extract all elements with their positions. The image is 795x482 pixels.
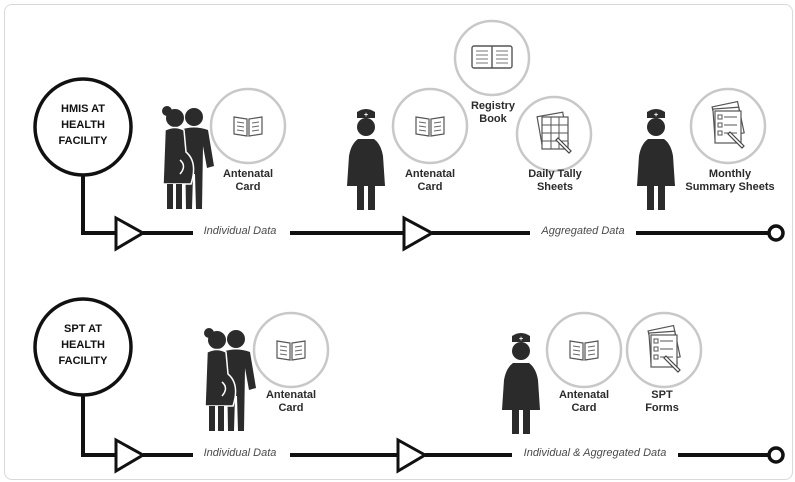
spt-title-line1: SPT AT [64, 323, 102, 335]
tally-label-line2: Sheets [537, 181, 573, 193]
hmis-title-line1: HMIS AT [61, 103, 105, 115]
tally-sheets-icon [536, 111, 572, 154]
hmis-title-line3: FACILITY [59, 135, 109, 147]
segment-label-ind-agg: Individual & Aggregated Data [524, 447, 667, 459]
arrow-marker-2 [402, 215, 436, 252]
segment-label-aggregated: Aggregated Data [540, 225, 624, 237]
nurse-icon [637, 109, 675, 210]
monthly-label-line1: Monthly [709, 168, 752, 180]
card4-label-line2: Card [571, 402, 596, 414]
forms-icon [647, 324, 681, 373]
card2-label-line2: Card [417, 181, 442, 193]
registry-label-line1: Registry [471, 100, 516, 112]
registry-label-line2: Book [479, 113, 507, 125]
arrow-marker-1 [114, 215, 147, 252]
spt-title-line3: FACILITY [59, 355, 109, 367]
row2: SPT AT HEALTH FACILITY Individual Data I… [33, 297, 785, 474]
segment-label-individual-2: Individual Data [204, 447, 277, 459]
timeline-end [767, 224, 785, 242]
forms-icon [711, 100, 745, 149]
diagram-frame [4, 4, 793, 480]
nurse-icon [347, 109, 385, 210]
timeline-end-2 [767, 446, 785, 464]
row1: HMIS AT HEALTH FACILITY Individual Data … [33, 19, 785, 252]
registry-book-icon [471, 45, 513, 69]
arrow-marker-3 [114, 437, 147, 474]
card1-label-line1: Antenatal [223, 168, 273, 180]
family-icon [203, 327, 257, 432]
spt-forms-label-line1: SPT [651, 389, 673, 401]
spt-title-line2: HEALTH [61, 339, 105, 351]
monthly-label-line2: Summary Sheets [685, 181, 774, 193]
card1-label-line2: Card [235, 181, 260, 193]
card2-label-line1: Antenatal [405, 168, 455, 180]
nurse-icon [502, 333, 540, 434]
timeline-connector [81, 175, 116, 235]
hmis-title-line2: HEALTH [61, 119, 105, 131]
arrow-marker-4 [396, 437, 429, 474]
spt-forms-label-line2: Forms [645, 402, 679, 414]
card3-label-line2: Card [278, 402, 303, 414]
tally-label-line1: Daily Tally [528, 168, 582, 180]
card4-label-line1: Antenatal [559, 389, 609, 401]
segment-label-individual: Individual Data [204, 225, 277, 237]
card3-label-line1: Antenatal [266, 389, 316, 401]
family-icon [161, 105, 215, 210]
